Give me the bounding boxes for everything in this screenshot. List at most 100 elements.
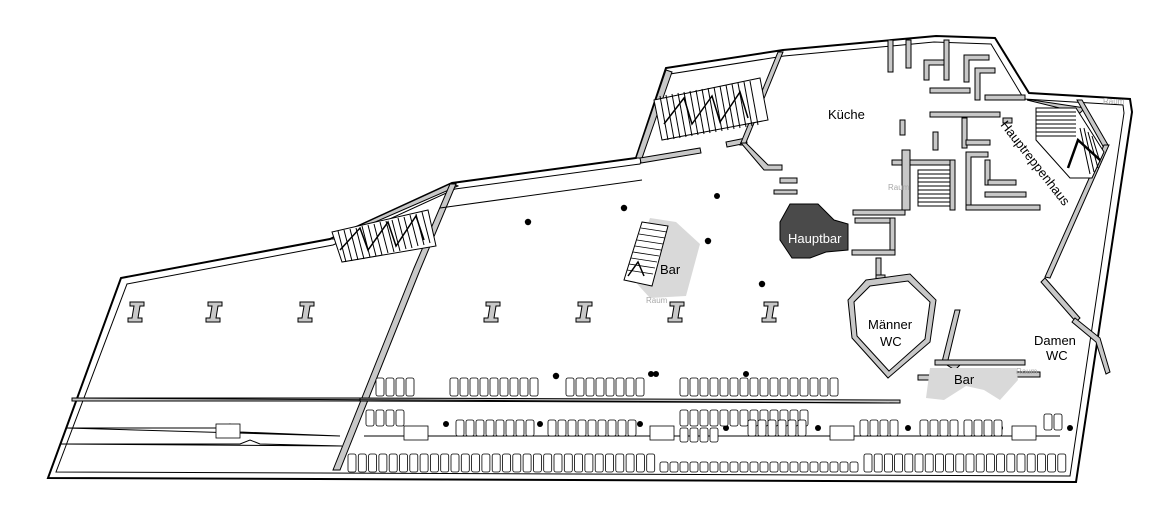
seat [699, 427, 709, 443]
seat [489, 377, 499, 397]
bench [215, 423, 241, 439]
seat [779, 377, 789, 397]
seat [607, 419, 617, 437]
seat [519, 377, 529, 397]
seat [709, 409, 719, 427]
seat [759, 461, 769, 473]
stair-main [1035, 107, 1105, 179]
seat [587, 419, 597, 437]
seat [485, 419, 495, 437]
stair-top-left [653, 77, 769, 141]
seat [595, 377, 605, 397]
seat [479, 377, 489, 397]
columns [127, 301, 779, 323]
seat [769, 461, 779, 473]
seat [729, 377, 739, 397]
seat [914, 453, 924, 473]
raum-label-bar-center: Raum [646, 296, 668, 305]
seat [939, 419, 949, 437]
seat [399, 453, 408, 473]
seat [859, 419, 869, 437]
seat [789, 461, 799, 473]
seat [1026, 453, 1036, 473]
seat [1053, 413, 1063, 431]
seat [819, 377, 829, 397]
seat [809, 461, 819, 473]
seat [563, 453, 573, 473]
seat [567, 419, 577, 437]
seat [709, 377, 719, 397]
seat [759, 377, 769, 397]
seat [455, 419, 465, 437]
bench [403, 425, 429, 441]
seat [799, 377, 809, 397]
seat [904, 453, 914, 473]
seat [789, 377, 799, 397]
raum-label-kitchen: Raum [888, 183, 910, 192]
seat [469, 377, 479, 397]
seat [739, 377, 749, 397]
seat [767, 419, 777, 437]
seat [719, 377, 729, 397]
seat [584, 453, 594, 473]
seat [565, 377, 575, 397]
womens-wc-label-line1: Damen [1034, 333, 1076, 348]
inner-walls [59, 39, 1111, 471]
seat [1057, 453, 1067, 473]
seat [829, 461, 839, 473]
seat [779, 461, 789, 473]
seat [347, 453, 357, 473]
seat [529, 377, 539, 397]
seat [499, 377, 509, 397]
seat [849, 461, 859, 473]
seat [449, 377, 459, 397]
seat [585, 377, 595, 397]
seating [215, 377, 1067, 473]
seat [1047, 453, 1056, 473]
seat [965, 453, 975, 473]
seat [669, 461, 679, 473]
seat [1043, 413, 1053, 431]
seat [574, 453, 583, 473]
seat [879, 419, 889, 437]
seat [543, 453, 553, 473]
seat [375, 409, 385, 427]
seat [512, 453, 522, 473]
seat [749, 461, 759, 473]
seat [547, 419, 557, 437]
seat [869, 419, 879, 437]
stair-kitchen [917, 169, 951, 207]
seat [699, 377, 709, 397]
seat [1037, 453, 1046, 473]
seat [809, 377, 819, 397]
womens-wc-label-line2: WC [1046, 348, 1068, 363]
seat [365, 409, 375, 427]
seat [955, 453, 965, 473]
seat [1016, 453, 1026, 473]
seat [627, 419, 637, 437]
seat [625, 377, 635, 397]
seat [419, 453, 429, 473]
seat [729, 409, 739, 427]
seat [689, 427, 699, 443]
seat [659, 461, 669, 473]
seat [395, 409, 405, 427]
seat [679, 461, 689, 473]
seat [699, 461, 709, 473]
bar-center-label: Bar [660, 262, 681, 277]
seat [709, 427, 719, 443]
seat [594, 453, 604, 473]
seat [924, 453, 934, 473]
seat [509, 377, 519, 397]
seat [996, 453, 1005, 473]
seat [963, 419, 973, 437]
seat [617, 419, 627, 437]
seat [533, 453, 542, 473]
seat [460, 453, 470, 473]
stair-left [331, 209, 437, 263]
seat [719, 461, 729, 473]
seat [919, 419, 929, 437]
seat [679, 409, 689, 427]
seat [689, 377, 699, 397]
